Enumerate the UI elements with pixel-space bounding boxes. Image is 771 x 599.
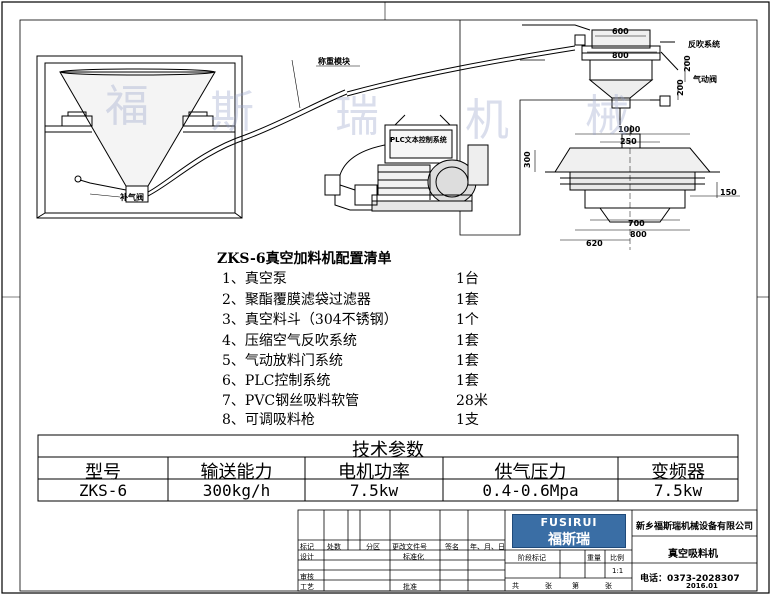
config-item-7: 7、PVC钢丝吸料软管 bbox=[222, 393, 360, 409]
dim-200-a: 200 bbox=[683, 55, 692, 72]
dim-300: 300 bbox=[523, 151, 532, 168]
tb-ymd: 年、月、日 bbox=[470, 543, 505, 551]
spec-header-inverter: 变频器 bbox=[651, 462, 705, 483]
dim-1000: 1000 bbox=[618, 125, 641, 134]
spec-value-air-pressure: 0.4-0.6Mpa bbox=[482, 481, 579, 500]
config-item-3: 3、真空料斗（304不锈钢） bbox=[222, 312, 398, 328]
spec-value-power: 7.5kw bbox=[349, 481, 399, 500]
config-qty-4: 1套 bbox=[456, 333, 479, 349]
tb-stage-mark: 阶段标记 bbox=[518, 554, 546, 562]
config-qty-6: 1套 bbox=[456, 373, 479, 389]
tb-review: 审核 bbox=[300, 573, 314, 581]
tb-sign: 签名 bbox=[445, 543, 459, 551]
tb-weight: 重量 bbox=[587, 554, 601, 562]
silo-frame bbox=[36, 55, 243, 219]
config-qty-7: 28米 bbox=[456, 393, 488, 409]
config-qty-8: 1支 bbox=[456, 412, 479, 428]
label-weighing-module: 称重模块 bbox=[318, 56, 351, 66]
config-item-5: 5、气动放料门系统 bbox=[222, 353, 343, 369]
watermark-char-1: 福 bbox=[105, 81, 149, 132]
dim-600: 600 bbox=[612, 27, 629, 36]
config-title: ZKS-6真空加料机配置清单 bbox=[217, 251, 392, 267]
title-block-grid bbox=[297, 509, 758, 592]
config-qty-1: 1台 bbox=[456, 271, 479, 287]
logo-cn: 福斯瑞 bbox=[548, 532, 590, 548]
spec-table-title: 技术参数 bbox=[352, 440, 424, 461]
config-qty-2: 1套 bbox=[456, 292, 479, 308]
tb-sheets: 张 bbox=[545, 582, 552, 590]
discharge-hopper bbox=[545, 125, 720, 250]
vacuum-hopper-top bbox=[522, 24, 679, 125]
config-item-2: 2、聚酯覆膜滤袋过滤器 bbox=[222, 292, 371, 308]
tb-ratio: 比例 bbox=[610, 554, 624, 562]
watermark-char-3: 瑞 bbox=[335, 91, 379, 142]
label-back-blow: 反吹系统 bbox=[688, 39, 720, 49]
tb-total: 共 bbox=[512, 582, 519, 590]
plc-cabinet bbox=[384, 114, 458, 164]
spec-value-inverter: 7.5kw bbox=[653, 481, 703, 500]
watermark-char-2: 斯 bbox=[210, 87, 254, 138]
vacuum-pump bbox=[324, 144, 489, 212]
tb-scale: 1:1 bbox=[612, 567, 624, 575]
dim-200-b: 200 bbox=[676, 79, 685, 96]
product-name: 真空吸料机 bbox=[668, 549, 718, 560]
config-qty-3: 1个 bbox=[456, 312, 479, 328]
spec-table-grid bbox=[37, 434, 739, 502]
dimensions bbox=[519, 35, 740, 241]
config-qty-5: 1套 bbox=[456, 353, 479, 369]
tb-sheets2: 张 bbox=[605, 582, 612, 590]
spec-value-model: ZKS-6 bbox=[78, 481, 128, 500]
config-item-8: 8、可调吸料枪 bbox=[222, 412, 315, 428]
spec-header-capacity: 输送能力 bbox=[200, 462, 273, 483]
dim-150: 150 bbox=[720, 188, 737, 197]
watermark-char-5: 械 bbox=[585, 91, 629, 142]
tb-mark: 标记 bbox=[300, 543, 314, 551]
company-logo: FUSIRUI 福斯瑞 bbox=[512, 514, 626, 548]
tb-design: 设计 bbox=[300, 553, 314, 561]
tb-zone: 分区 bbox=[366, 543, 380, 551]
dim-620: 620 bbox=[586, 239, 603, 248]
dim-800-top: 800 bbox=[612, 51, 629, 60]
logo-en: FUSIRUI bbox=[540, 516, 598, 529]
tb-standard: 标准化 bbox=[403, 553, 424, 561]
tb-nth: 第 bbox=[572, 582, 579, 590]
config-item-1: 1、真空泵 bbox=[222, 271, 287, 287]
spec-value-capacity: 300kg/h bbox=[202, 481, 271, 500]
spec-header-air-pressure: 供气压力 bbox=[494, 462, 567, 483]
watermark-char-4: 机 bbox=[465, 95, 509, 146]
dim-800-bot: 800 bbox=[630, 230, 647, 239]
label-plc: PLC文本控制系统 bbox=[390, 135, 447, 144]
callout-texts: 称重模块 PLC文本控制系统 补气阀 反吹系统 气动阀 bbox=[89, 39, 720, 202]
spec-header-model: 型号 bbox=[85, 462, 121, 483]
dim-700: 700 bbox=[628, 219, 645, 228]
config-item-4: 4、压缩空气反吹系统 bbox=[222, 333, 357, 349]
tb-change-doc: 更改文件号 bbox=[392, 543, 427, 551]
dim-250: 250 bbox=[620, 137, 637, 146]
spec-header-power: 电机功率 bbox=[338, 462, 410, 483]
tb-approve: 批准 bbox=[403, 583, 417, 591]
company-name: 新乡福斯瑞机械设备有限公司 bbox=[636, 522, 754, 532]
drawing-date: 2016.01 bbox=[686, 582, 718, 590]
label-air-valve: 补气阀 bbox=[119, 192, 144, 202]
config-item-6: 6、PLC控制系统 bbox=[222, 373, 331, 389]
tb-count: 处数 bbox=[327, 543, 341, 551]
dimension-texts: 600 800 200 200 1000 250 300 150 700 800… bbox=[523, 27, 737, 248]
phone-number: 电话：0373-2028307 bbox=[640, 574, 740, 584]
tb-process: 工艺 bbox=[300, 583, 314, 591]
label-pneumatic: 气动阀 bbox=[692, 74, 717, 84]
